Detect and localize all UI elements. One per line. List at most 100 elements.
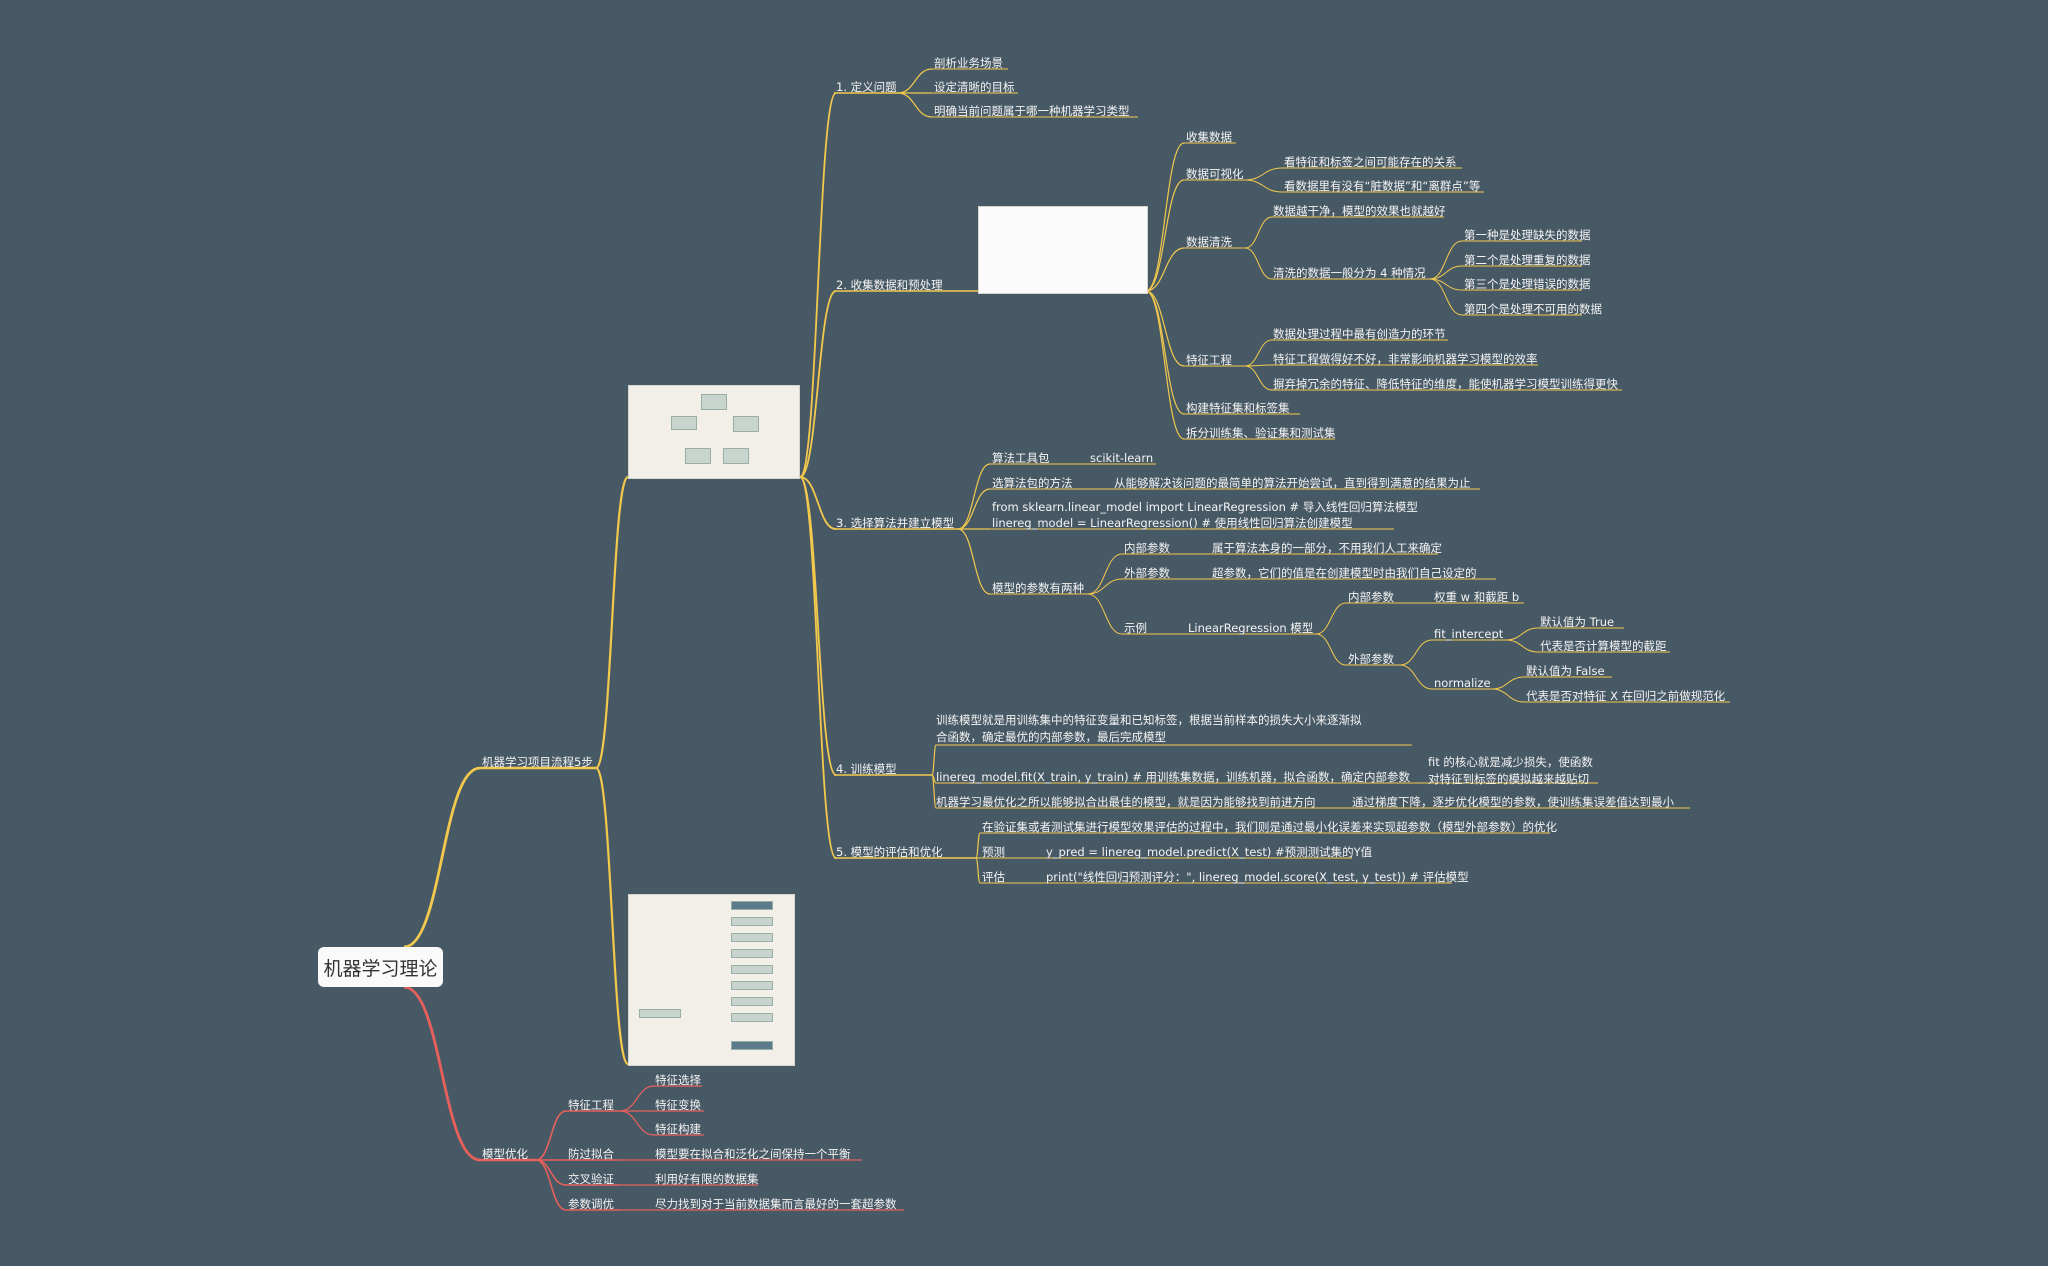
step-2-collect-data[interactable]: 2. 收集数据和预处理 xyxy=(836,278,943,292)
node-code-import[interactable]: from sklearn.linear_model import LinearR… xyxy=(992,500,1418,514)
node-sklearn[interactable]: scikit-learn xyxy=(1090,451,1154,465)
node-choose-algo[interactable]: 选算法包的方法 xyxy=(992,476,1073,490)
node-gradient-descent[interactable]: 通过梯度下降，逐步优化模型的参数，使训练集误差值达到最小 xyxy=(1352,795,1674,809)
node-internal-param[interactable]: 内部参数 xyxy=(1124,541,1170,555)
node-ex-external[interactable]: 外部参数 xyxy=(1348,652,1394,666)
node-feature-eng[interactable]: 特征工程 xyxy=(1186,353,1232,367)
node-optimize-reason[interactable]: 机器学习最优化之所以能够拟合出最佳的模型，就是因为能够找到前进方向 xyxy=(936,795,1316,809)
node-internal-desc[interactable]: 属于算法本身的一部分，不用我们人工来确定 xyxy=(1212,541,1442,555)
node-clean-2[interactable]: 清洗的数据一般分为 4 种情况 xyxy=(1273,266,1426,280)
node-fe-2[interactable]: 特征工程做得好不好，非常影响机器学习模型的效率 xyxy=(1273,352,1538,366)
node-s1-2[interactable]: 设定清晰的目标 xyxy=(934,80,1015,94)
node-external-desc[interactable]: 超参数，它们的值是在创建模型时由我们自己设定的 xyxy=(1212,566,1477,580)
connector xyxy=(1244,179,1283,193)
connector xyxy=(799,476,837,530)
node-weights[interactable]: 权重 w 和截距 b xyxy=(1434,590,1520,604)
connector xyxy=(619,1085,655,1112)
connector xyxy=(1145,290,1185,367)
node-code-create[interactable]: linereg_model = LinearRegression() # 使用线… xyxy=(992,516,1353,530)
node-fe-3[interactable]: 摒弃掉冗余的特征、降低特征的维度，能使机器学习模型训练得更快 xyxy=(1273,377,1618,391)
root-topic[interactable]: 机器学习理论 xyxy=(318,947,443,987)
node-fit-code[interactable]: linereg_model.fit(X_train, y_train) # 用训… xyxy=(936,770,1411,784)
connector xyxy=(1244,365,1273,391)
node-fe-1[interactable]: 数据处理过程中最有创造力的环节 xyxy=(1273,327,1446,341)
node-linreg-model[interactable]: LinearRegression 模型 xyxy=(1188,621,1314,635)
connector xyxy=(1244,339,1273,367)
node-collect-data[interactable]: 收集数据 xyxy=(1186,130,1232,144)
connector xyxy=(1505,627,1539,641)
node-clean-2c[interactable]: 第三个是处理错误的数据 xyxy=(1464,277,1591,291)
connector xyxy=(957,488,991,530)
node-s1-3[interactable]: 明确当前问题属于哪一种机器学习类型 xyxy=(934,104,1130,118)
connector xyxy=(1505,639,1539,653)
node-s1-1[interactable]: 剖析业务场景 xyxy=(934,56,1003,70)
node-param-tuning[interactable]: 参数调优 xyxy=(568,1197,614,1211)
step-1-define-problem[interactable]: 1. 定义问题 xyxy=(836,80,897,94)
branch-project-flow[interactable]: 机器学习项目流程5步 xyxy=(482,755,593,769)
node-split-sets[interactable]: 拆分训练集、验证集和测试集 xyxy=(1186,426,1336,440)
node-fit-core[interactable]: fit 的核心就是减少损失，使函数对特征到标签的模拟越来越贴切 xyxy=(1428,755,1593,787)
node-feature-transform[interactable]: 特征变换 xyxy=(655,1098,701,1112)
connector xyxy=(799,476,837,776)
connector xyxy=(1244,167,1283,181)
connector xyxy=(1244,247,1273,280)
connector xyxy=(535,1110,567,1161)
node-eval-desc[interactable]: 在验证集或者测试集进行模型效果评估的过程中，我们则是通过最小化误差来实现超参数（… xyxy=(982,820,1557,834)
node-fi-default[interactable]: 默认值为 True xyxy=(1540,615,1615,629)
node-ex-internal[interactable]: 内部参数 xyxy=(1348,590,1394,604)
node-predict-code[interactable]: y_pred = linereg_model.predict(X_test) #… xyxy=(1046,845,1373,859)
thumb-box xyxy=(723,448,749,464)
node-clean-2b[interactable]: 第二个是处理重复的数据 xyxy=(1464,253,1591,267)
node-feature-construct[interactable]: 特征构建 xyxy=(655,1122,701,1136)
thumb-box xyxy=(731,997,773,1006)
node-choose-algo-desc[interactable]: 从能够解决该问题的最简单的算法开始尝试，直到得到满意的结果为止 xyxy=(1114,476,1471,490)
node-fit-intercept[interactable]: fit_intercept xyxy=(1434,627,1504,641)
node-feature-select[interactable]: 特征选择 xyxy=(655,1073,701,1087)
connector xyxy=(1087,553,1123,595)
thumb-box xyxy=(731,1041,773,1050)
connector xyxy=(403,766,481,949)
node-opt-feature-eng[interactable]: 特征工程 xyxy=(568,1098,614,1112)
node-param-types[interactable]: 模型的参数有两种 xyxy=(992,581,1084,595)
connector xyxy=(1145,179,1185,292)
node-cv-desc[interactable]: 利用好有限的数据集 xyxy=(655,1172,759,1186)
step-4-train-model[interactable]: 4. 训练模型 xyxy=(836,762,897,776)
connector xyxy=(799,476,837,859)
connector xyxy=(931,744,937,776)
node-no-default[interactable]: 默认值为 False xyxy=(1526,664,1605,678)
node-anti-overfit[interactable]: 防过拟合 xyxy=(568,1147,614,1161)
thumb-box xyxy=(731,949,773,958)
step-3-build-model[interactable]: 3. 选择算法并建立模型 xyxy=(836,516,955,530)
node-vis-1[interactable]: 看特征和标签之间可能存在的关系 xyxy=(1284,155,1457,169)
node-fi-desc[interactable]: 代表是否计算模型的截距 xyxy=(1540,639,1667,653)
connector xyxy=(1145,290,1185,415)
branch-model-optimization[interactable]: 模型优化 xyxy=(482,1147,528,1161)
node-train-desc[interactable]: 训练模型就是用训练集中的特征变量和已知标签，根据当前样本的损失大小来逐渐拟合函数… xyxy=(936,713,1362,745)
connector xyxy=(1399,639,1433,666)
connector xyxy=(897,68,933,94)
node-example[interactable]: 示例 xyxy=(1124,621,1147,635)
node-normalize[interactable]: normalize xyxy=(1434,676,1491,690)
connector xyxy=(403,985,481,1162)
node-clean-2d[interactable]: 第四个是处理不可用的数据 xyxy=(1464,302,1602,316)
node-evaluate-code[interactable]: print("线性回归预测评分：", linereg_model.score(X… xyxy=(1046,870,1469,884)
node-no-desc[interactable]: 代表是否对特征 X 在回归之前做规范化 xyxy=(1526,689,1726,703)
node-vis-2[interactable]: 看数据里有没有“脏数据”和“离群点”等 xyxy=(1284,179,1481,193)
node-clean-1[interactable]: 数据越干净，模型的效果也就越好 xyxy=(1273,204,1446,218)
node-anti-overfit-desc[interactable]: 模型要在拟合和泛化之间保持一个平衡 xyxy=(655,1147,851,1161)
node-build-sets[interactable]: 构建特征集和标签集 xyxy=(1186,401,1290,415)
node-external-param[interactable]: 外部参数 xyxy=(1124,566,1170,580)
node-clean-2a[interactable]: 第一种是处理缺失的数据 xyxy=(1464,228,1591,242)
step-5-evaluate[interactable]: 5. 模型的评估和优化 xyxy=(836,845,943,859)
node-visualization[interactable]: 数据可视化 xyxy=(1186,167,1244,181)
thumb-box xyxy=(685,448,711,464)
node-evaluate[interactable]: 评估 xyxy=(982,870,1005,884)
flowchart-image xyxy=(628,894,795,1066)
node-tuning-desc[interactable]: 尽力找到对于当前数据集而言最好的一套超参数 xyxy=(655,1197,897,1211)
connector xyxy=(1429,278,1463,316)
node-data-cleaning[interactable]: 数据清洗 xyxy=(1186,235,1232,249)
connector xyxy=(1491,676,1525,690)
node-predict[interactable]: 预测 xyxy=(982,845,1005,859)
node-toolkit[interactable]: 算法工具包 xyxy=(992,451,1050,465)
node-cross-validation[interactable]: 交叉验证 xyxy=(568,1172,614,1186)
